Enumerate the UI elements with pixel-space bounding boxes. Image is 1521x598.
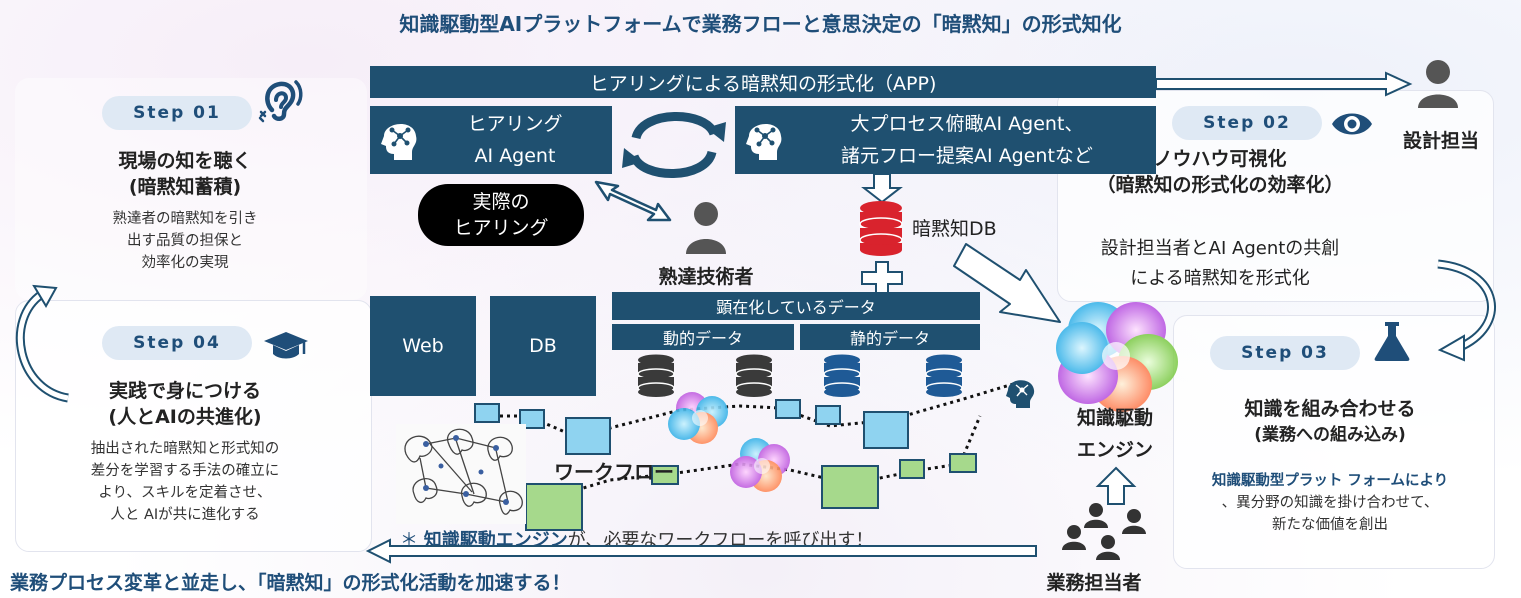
- eye-icon: [1332, 113, 1372, 135]
- tacit-db-label: 暗黙知DB: [912, 218, 997, 240]
- step-03-heading-line1: 知識を組み合わせる: [1244, 398, 1416, 420]
- curved-arrow-right: [1437, 259, 1496, 362]
- step-01-heading-line1: 現場の知を聴く: [118, 150, 252, 172]
- engine-flower-small-1: [668, 392, 728, 444]
- explicit-data-bar: 顕在化しているデータ: [612, 292, 980, 320]
- step-04-desc-line: 抽出された暗黙知と形式知の: [90, 441, 280, 457]
- engine-label-line: 知識駆動: [1076, 407, 1153, 429]
- step-01-desc-line: 効率化の実現: [141, 255, 229, 271]
- step-02-label: Step 02: [1172, 106, 1322, 140]
- big-arrow-icon: [953, 243, 1061, 323]
- actual-hearing-line: 実際の: [472, 191, 530, 213]
- step-04-label: Step 04: [102, 326, 252, 360]
- ai-head-icon: [1006, 380, 1035, 408]
- static-data-bar: 静的データ: [800, 324, 980, 350]
- step-02-heading-line1: ノウハウ可視化: [1153, 148, 1287, 170]
- actual-hearing-line: ヒアリング: [453, 217, 549, 239]
- up-arrow-icon: [1095, 466, 1137, 505]
- expert-label: 熟達技術者: [658, 266, 754, 288]
- knowledge-engine-flower: [1056, 302, 1178, 412]
- down-arrow-icon: [861, 173, 903, 204]
- process-agent-line: 大プロセス俯瞰AI Agent、: [850, 113, 1084, 135]
- engine-label: 知識駆動 エンジン: [1056, 402, 1174, 466]
- flask-icon: [1374, 322, 1410, 361]
- ai-brain-icon: [746, 123, 782, 160]
- step-02-desc-line: 設計担当者とAI Agentの共創: [1100, 238, 1340, 259]
- ear-icon: [258, 80, 303, 123]
- step-04-desc: 抽出された暗黙知と形式知の 差分を学習する手法の確立に より、スキルを定着させ、…: [40, 438, 330, 526]
- step-01-desc-line: 出す品質の担保と: [127, 233, 243, 249]
- step-03-heading: 知識を組み合わせる (業務への組み込み): [1180, 396, 1480, 448]
- cycle-arrows-icon: [622, 112, 726, 178]
- curved-arrow-left: [15, 284, 70, 403]
- process-agent-line: 諸元フロー提案AI Agentなど: [841, 145, 1093, 167]
- network-sketch-image: [396, 424, 526, 524]
- double-arrow-icon: [594, 180, 672, 222]
- business-user-label: 業務担当者: [1046, 572, 1142, 594]
- designer-label: 設計担当: [1402, 130, 1479, 152]
- business-users-icon: [1062, 503, 1146, 560]
- step-01-heading-line2: (暗黙知蓄積): [128, 176, 242, 198]
- workflow-label: ワークフロー: [554, 460, 674, 484]
- step-03-desc-line: 新たな価値を創出: [1272, 517, 1388, 533]
- plus-icon: [861, 261, 903, 295]
- step-04-desc-line: より、スキルを定着させ、: [98, 485, 272, 501]
- expert-person-icon: [686, 202, 726, 254]
- dynamic-data-bar: 動的データ: [612, 324, 794, 350]
- step-04-desc-line: 差分を学習する手法の確立に: [90, 463, 280, 479]
- step-03-heading-line2: (業務への組み込み): [1254, 425, 1406, 445]
- step-04-heading: 実践で身につける (人とAIの共進化): [40, 378, 330, 430]
- person-icon: [1418, 60, 1458, 108]
- left-arrow-icon: [365, 538, 1037, 564]
- step-02-heading: ノウハウ可視化 （暗黙知の形式化の効率化）: [1060, 146, 1380, 198]
- step-03-desc: 知識駆動型プラット フォームにより 、異分野の知識を掛け合わせて、 新たな価値を…: [1180, 470, 1480, 536]
- step-03-label: Step 03: [1210, 336, 1360, 370]
- actual-hearing-pill: 実際の ヒアリング: [418, 184, 584, 246]
- hearing-agent-line: AI Agent: [474, 145, 556, 167]
- step-03-desc-line: 、異分野の知識を掛け合わせて、: [1221, 495, 1439, 511]
- graduation-cap-icon: [264, 332, 308, 359]
- db-box: DB: [490, 296, 596, 396]
- engine-flower-small-2: [730, 438, 790, 492]
- dynamic-db-icon-2: [735, 354, 773, 397]
- step-03-highlight: 知識駆動型プラット フォームにより: [1211, 473, 1449, 489]
- hearing-agent-label: ヒアリング AI Agent: [430, 108, 600, 172]
- ai-brain-icon: [381, 123, 417, 160]
- web-box: Web: [370, 296, 476, 396]
- tacit-db-icon: [859, 201, 903, 256]
- static-db-icon-2: [925, 354, 963, 397]
- workflow-network: [474, 380, 1035, 531]
- footer-text: 業務プロセス変革と並走し、「暗黙知」の形式化活動を加速する！: [10, 572, 571, 594]
- step-04-heading-line1: 実践で身につける: [108, 380, 261, 402]
- dynamic-db-icon-1: [637, 354, 675, 397]
- step-02-desc: 設計担当者とAI Agentの共創 による暗黙知を形式化: [1060, 234, 1380, 294]
- step-02-heading-line2: （暗黙知の形式化の効率化）: [1096, 174, 1344, 196]
- page-title: 知識駆動型AIプラットフォームで業務フローと意思決定の「暗黙知」の形式知化: [399, 12, 1122, 36]
- step-04-heading-line2: (人とAIの共進化): [108, 406, 262, 428]
- process-agent-box: 大プロセス俯瞰AI Agent、 諸元フロー提案AI Agentなど: [735, 106, 1156, 174]
- right-arrow-icon: [1155, 71, 1413, 97]
- process-agent-label: 大プロセス俯瞰AI Agent、 諸元フロー提案AI Agentなど: [787, 108, 1147, 172]
- hearing-agent-line: ヒアリング: [467, 113, 563, 135]
- engine-label-line: エンジン: [1076, 439, 1153, 461]
- step-01-desc: 熟達者の暗黙知を引き 出す品質の担保と 効率化の実現: [40, 208, 330, 274]
- hearing-banner: ヒアリングによる暗黙知の形式化（APP): [370, 66, 1156, 98]
- step-01-label: Step 01: [102, 96, 252, 130]
- step-04-desc-line: 人と AIが共に進化する: [110, 507, 260, 523]
- step-01-desc-line: 熟達者の暗黙知を引き: [112, 211, 258, 227]
- step-01-heading: 現場の知を聴く (暗黙知蓄積): [40, 148, 330, 200]
- hearing-agent-box: ヒアリング AI Agent: [370, 106, 612, 174]
- static-db-icon-1: [823, 354, 861, 397]
- step-02-desc-line: による暗黙知を形式化: [1130, 268, 1310, 289]
